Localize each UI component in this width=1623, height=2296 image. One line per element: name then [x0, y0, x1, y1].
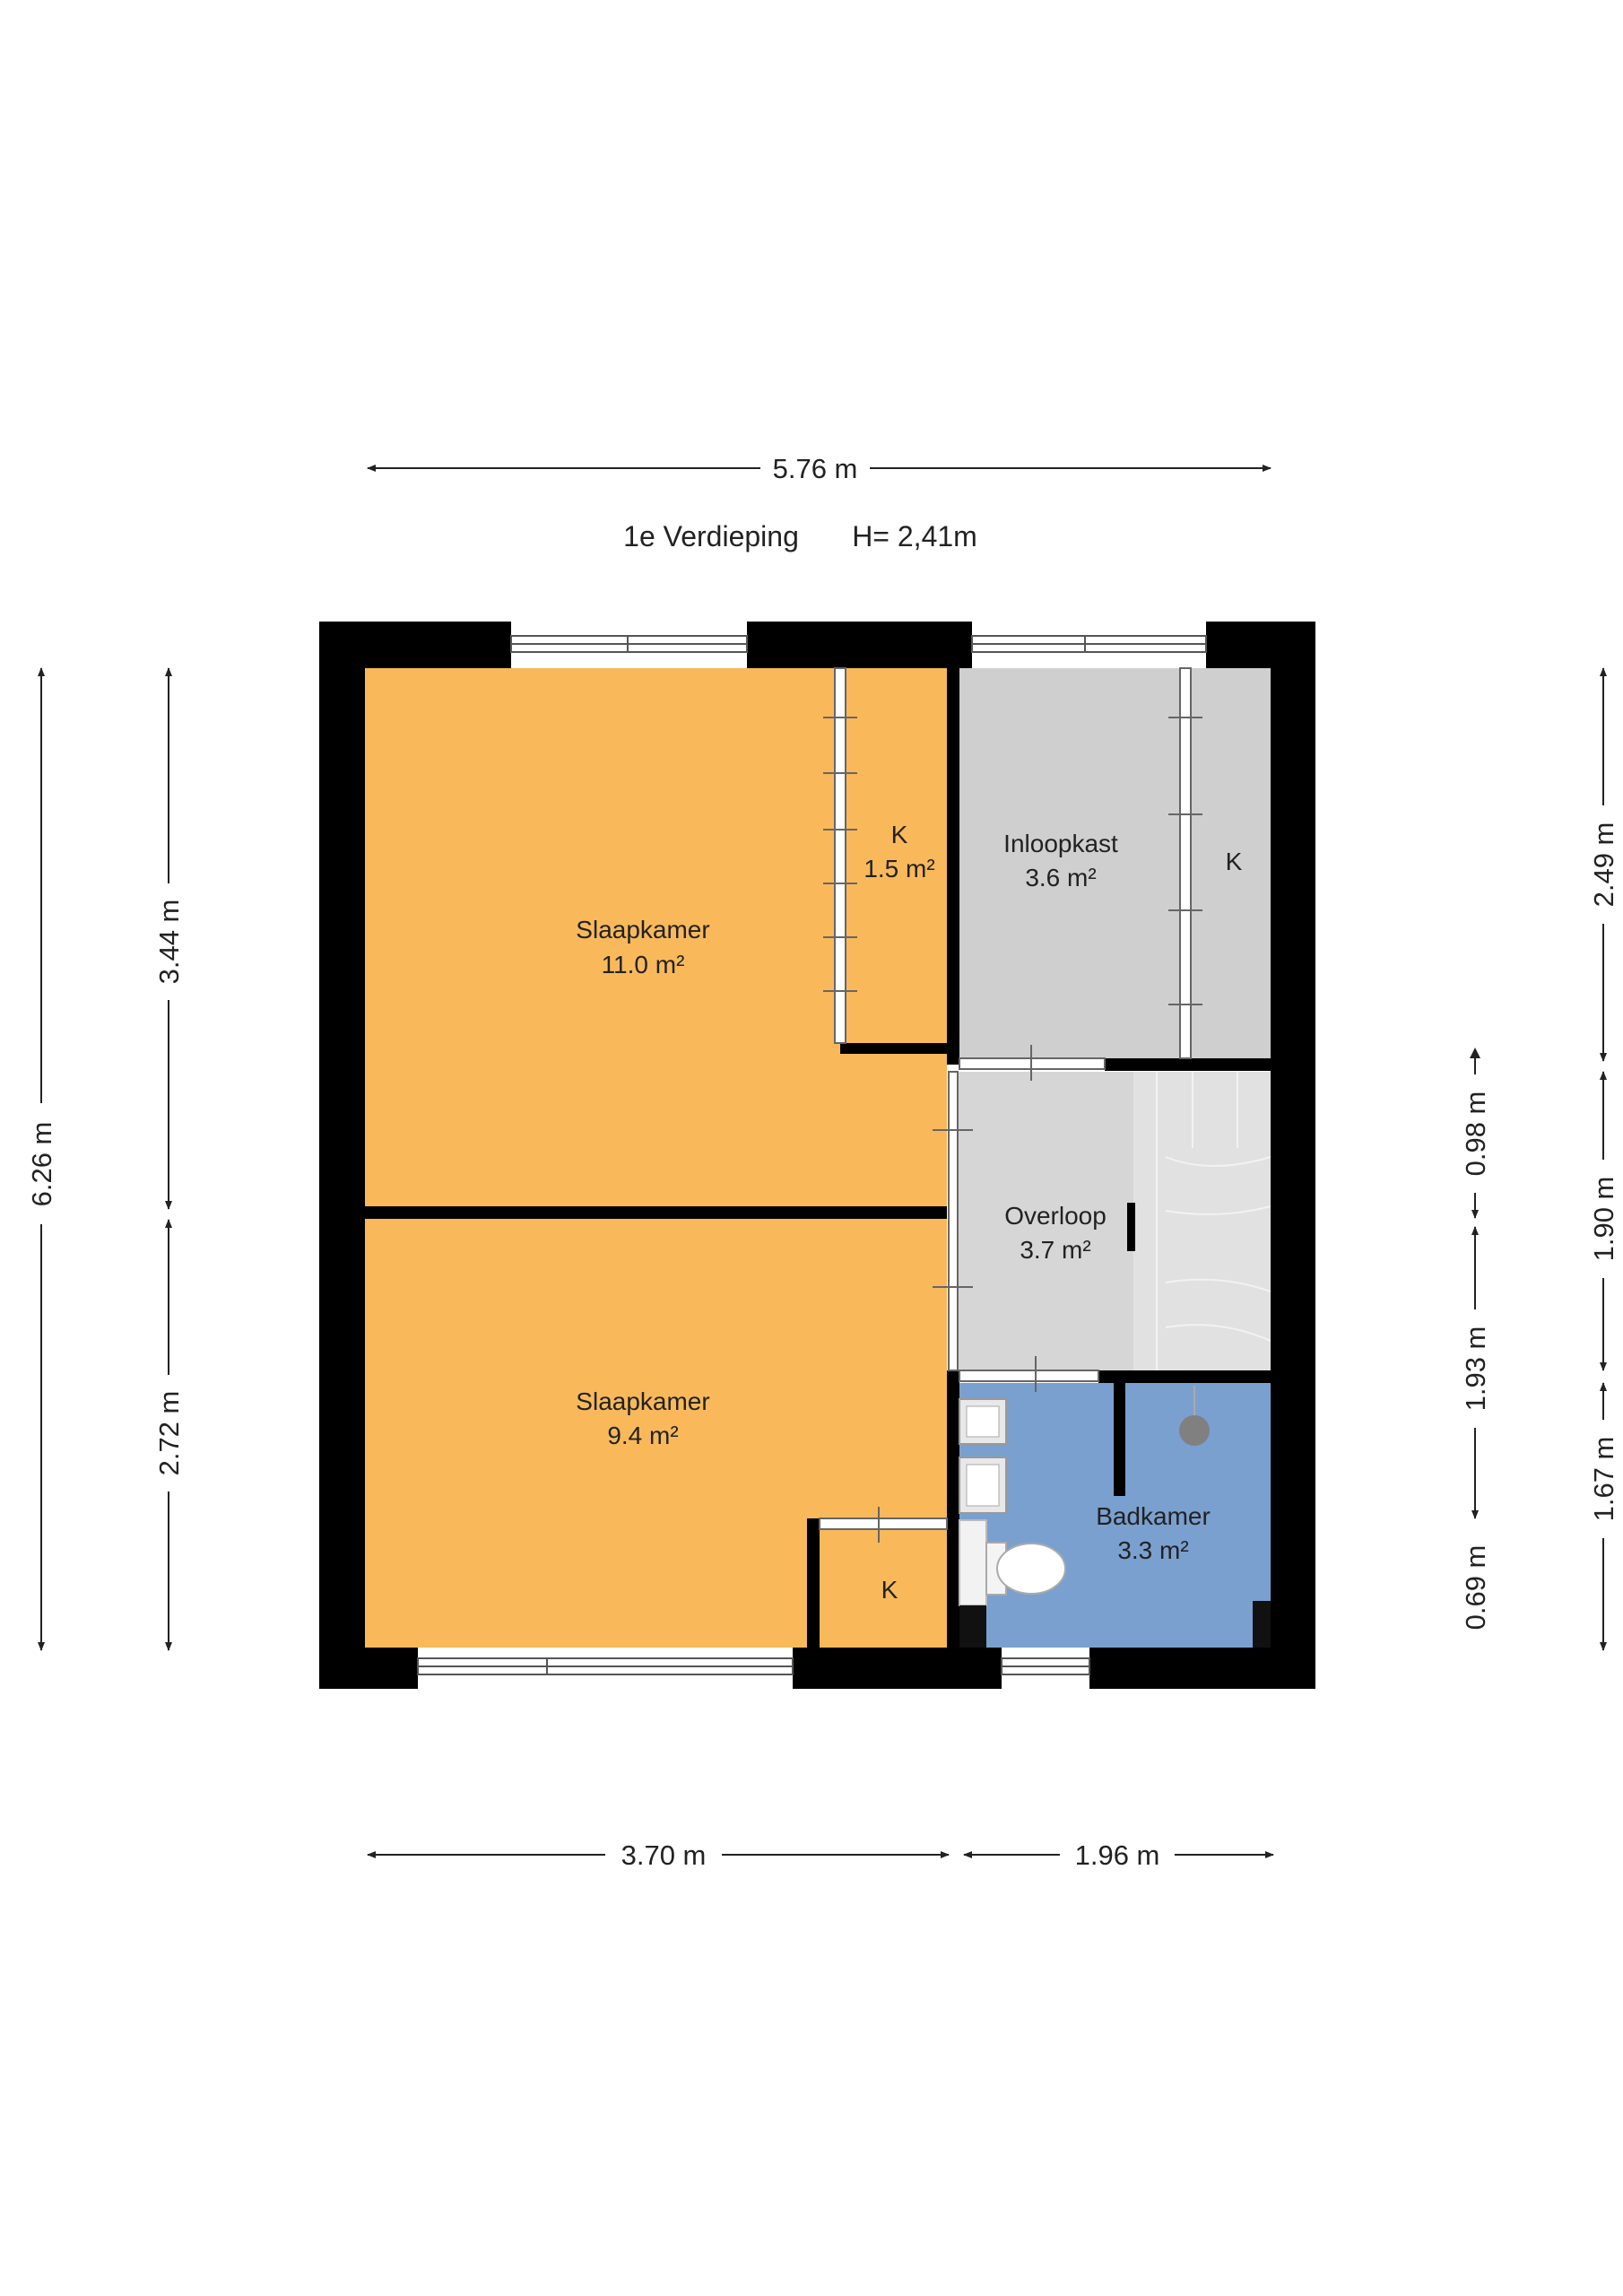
room-area-kast-upper: 1.5 m²	[864, 855, 934, 883]
stair-lines	[1156, 1072, 1271, 1370]
cabinet	[959, 1519, 987, 1606]
bathroom-fixtures	[959, 1386, 1271, 1648]
dimension-arrowheads	[1470, 1048, 1480, 1058]
room-labels: Slaapkamer 11.0 m² K 1.5 m² Inloopkast 3…	[576, 821, 1242, 1604]
room-name-kast-lower: K	[881, 1576, 898, 1604]
dim-inner-lower: 0.69 m	[1460, 1545, 1491, 1631]
dim-inner-middle: 1.93 m	[1460, 1326, 1491, 1412]
closet-rails	[823, 667, 1202, 1059]
dim-inner-upper: 0.98 m	[1460, 1091, 1491, 1177]
room-area-slaapkamer-upper: 11.0 m²	[602, 951, 685, 978]
room-area-badkamer: 3.3 m²	[1117, 1536, 1188, 1564]
windows	[417, 635, 1207, 1675]
room-name-badkamer: Badkamer	[1096, 1502, 1211, 1530]
dim-bottom-left: 3.70 m	[621, 1839, 707, 1871]
room-name-kast-right: K	[1226, 848, 1243, 875]
dim-top-width: 5.76 m	[773, 453, 858, 484]
room-inloopkast	[959, 668, 1271, 1058]
dim-left-total: 6.26 m	[26, 1122, 57, 1207]
dark-block	[1253, 1601, 1271, 1648]
outer-walls	[319, 622, 1315, 1689]
room-name-overloop: Overloop	[1004, 1202, 1107, 1230]
dim-left-lower: 2.72 m	[153, 1391, 185, 1476]
room-name-kast-upper: K	[891, 821, 908, 848]
room-name-slaapkamer-upper: Slaapkamer	[576, 916, 709, 944]
room-name-slaapkamer-lower: Slaapkamer	[576, 1387, 709, 1415]
room-area-inloopkast: 3.6 m²	[1025, 864, 1096, 891]
toilet-icon	[996, 1543, 1066, 1595]
dim-left-upper: 3.44 m	[153, 900, 185, 985]
dim-right-lower: 1.67 m	[1588, 1437, 1619, 1522]
dim-right-upper: 2.49 m	[1588, 822, 1619, 908]
room-area-overloop: 3.7 m²	[1020, 1236, 1090, 1264]
shower-drain-icon	[1179, 1415, 1210, 1446]
floor-name: 1e Verdieping	[623, 520, 799, 552]
room-slaapkamer-lower	[365, 1217, 947, 1648]
room-name-inloopkast: Inloopkast	[1003, 830, 1118, 857]
dimension-lines	[38, 465, 1607, 1858]
door-openings	[819, 1045, 1106, 1543]
dark-block	[959, 1605, 986, 1648]
dim-right-middle: 1.90 m	[1588, 1177, 1619, 1262]
room-area-slaapkamer-lower: 9.4 m²	[607, 1422, 678, 1449]
dim-bottom-right: 1.96 m	[1075, 1839, 1160, 1871]
ceiling-height: H= 2,41m	[852, 520, 977, 552]
